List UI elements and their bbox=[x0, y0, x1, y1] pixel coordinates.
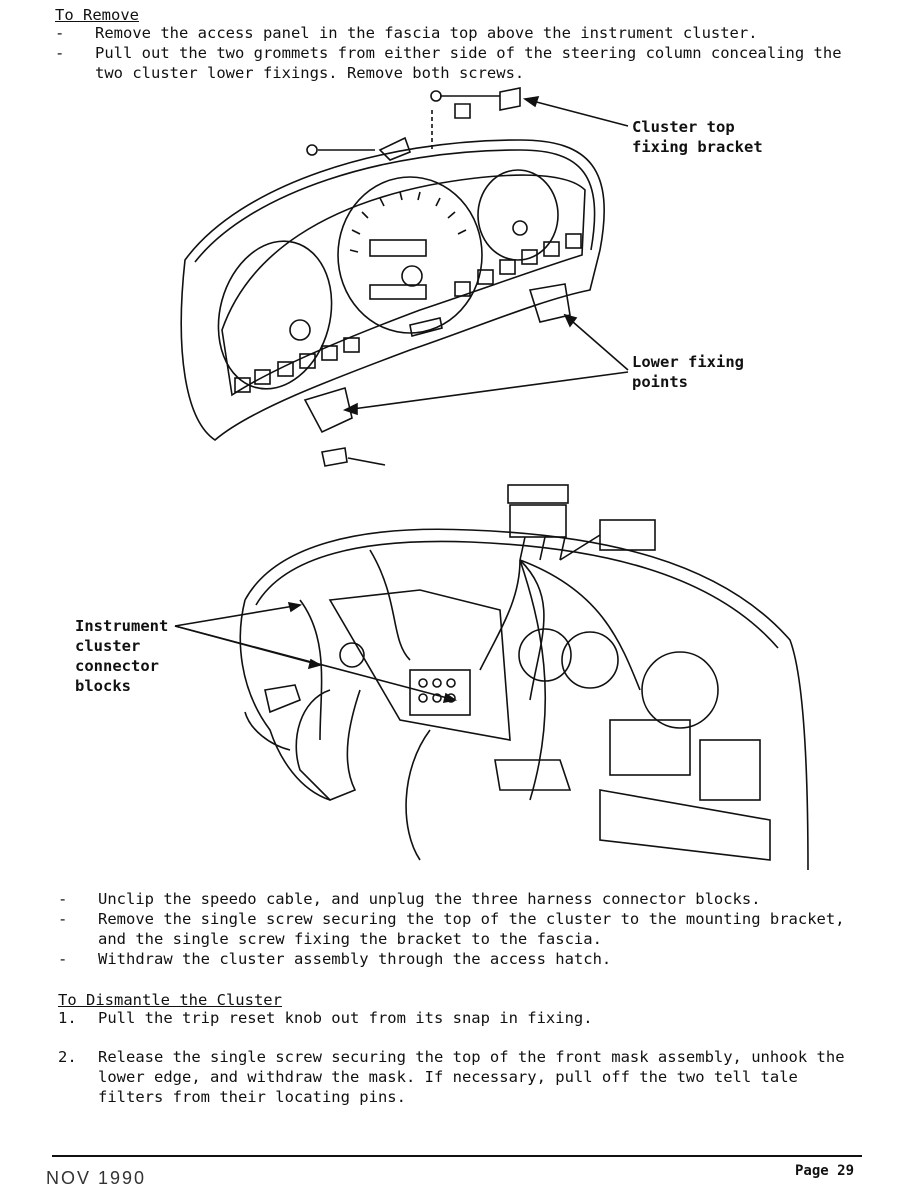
page-number: Page 29 bbox=[795, 1163, 855, 1179]
list-item: 2. Release the single screw securing the… bbox=[58, 1047, 858, 1107]
step-text: Withdraw the cluster assembly through th… bbox=[98, 950, 612, 968]
list-item: - Unclip the speedo cable, and unplug th… bbox=[58, 889, 858, 909]
callout-instrument-cluster-connector-blocks: Instrument cluster connector blocks bbox=[75, 616, 168, 696]
section-heading-dismantle: To Dismantle the Cluster bbox=[58, 991, 282, 1009]
callout-line: points bbox=[632, 373, 688, 391]
step-text: Pull the trip reset knob out from its sn… bbox=[98, 1009, 593, 1027]
callout-line: fixing bracket bbox=[632, 138, 763, 156]
dash-bullet: - bbox=[55, 44, 65, 62]
callout-lower-fixing-points: Lower fixing points bbox=[632, 352, 744, 392]
dash-bullet: - bbox=[55, 24, 65, 42]
step-text: Pull out the two grommets from either si… bbox=[95, 44, 851, 82]
footer-date: NOV 1990 bbox=[46, 1168, 147, 1188]
list-item: - Pull out the two grommets from either … bbox=[55, 43, 855, 83]
dismantle-steps: 1. Pull the trip reset knob out from its… bbox=[58, 1008, 858, 1107]
footer-rule bbox=[52, 1155, 862, 1157]
step-text: Remove the access panel in the fascia to… bbox=[95, 24, 758, 42]
list-item: - Remove the access panel in the fascia … bbox=[55, 23, 855, 43]
step-text: Release the single screw securing the to… bbox=[98, 1048, 845, 1106]
list-item: 1. Pull the trip reset knob out from its… bbox=[58, 1008, 858, 1028]
step-number: 1. bbox=[58, 1009, 77, 1027]
callout-line: Cluster top bbox=[632, 118, 735, 136]
callout-line: Lower fixing bbox=[632, 353, 744, 371]
dash-bullet: - bbox=[58, 950, 68, 968]
callout-line: Instrument bbox=[75, 617, 169, 635]
remove-steps-continued: - Unclip the speedo cable, and unplug th… bbox=[58, 889, 858, 969]
step-text: Remove the single screw securing the top… bbox=[98, 910, 854, 948]
list-item: - Remove the single screw securing the t… bbox=[58, 909, 858, 949]
remove-steps: - Remove the access panel in the fascia … bbox=[55, 23, 855, 83]
step-number: 2. bbox=[58, 1048, 77, 1066]
callout-line: blocks bbox=[75, 677, 131, 695]
callout-line: connector bbox=[75, 657, 159, 675]
list-item: - Withdraw the cluster assembly through … bbox=[58, 949, 858, 969]
callout-cluster-top-fixing-bracket: Cluster top fixing bracket bbox=[632, 117, 763, 157]
dash-bullet: - bbox=[58, 910, 68, 928]
callout-line: cluster bbox=[75, 637, 141, 655]
step-text: Unclip the speedo cable, and unplug the … bbox=[98, 890, 761, 908]
dash-bullet: - bbox=[58, 890, 68, 908]
section-heading-to-remove: To Remove bbox=[55, 6, 139, 24]
